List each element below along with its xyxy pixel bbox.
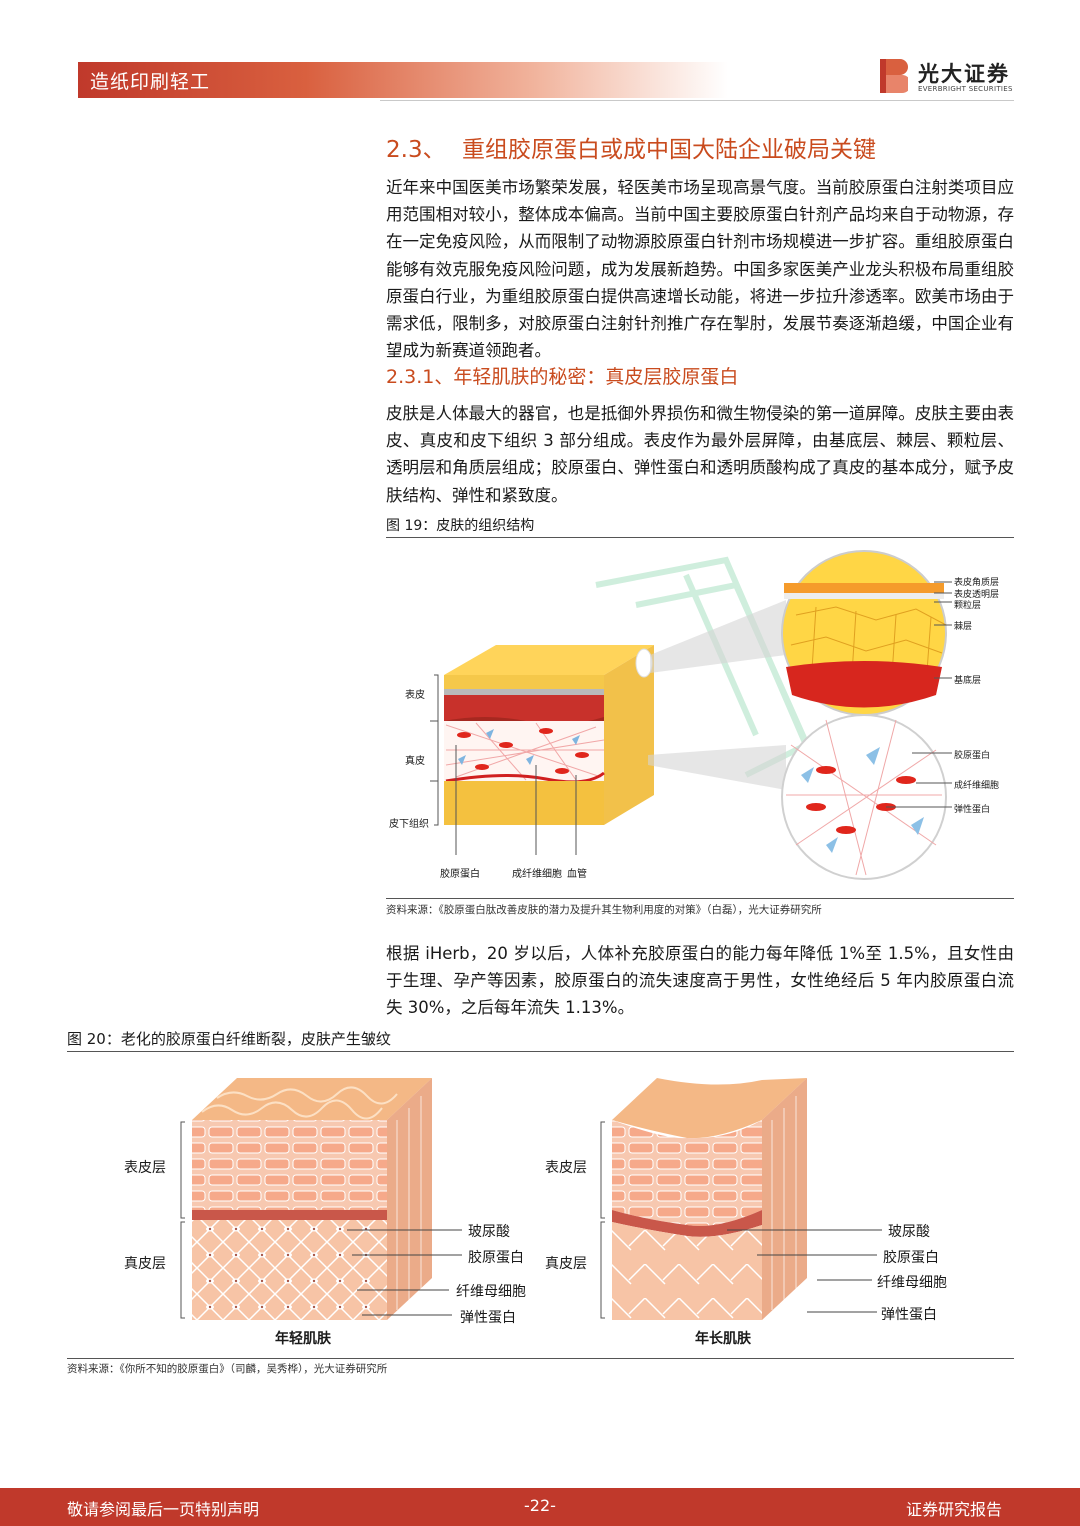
- collagen-bundles: [457, 728, 589, 774]
- footer-page-number: -22-: [524, 1496, 556, 1515]
- footer-band: [0, 1488, 1080, 1526]
- young-collagen-label: 胶原蛋白: [468, 1250, 524, 1266]
- old-fibroblast-label: 纤维母细胞: [877, 1275, 947, 1291]
- figure20-source: 资料来源：《你所不知的胶原蛋白》（司麟，吴秀桦），光大证券研究所: [67, 1363, 388, 1375]
- skin-block: [444, 645, 654, 825]
- label-bottom-collagen: 胶原蛋白: [440, 869, 480, 880]
- label-zoom-elastin: 弹性蛋白: [954, 805, 991, 815]
- young-dermis-label: 真皮层: [124, 1256, 166, 1272]
- label-stratum-granulosum: 颗粒层: [954, 601, 982, 611]
- figure19-bottom-rule: [386, 898, 1014, 899]
- young-hyaluronic-label: 玻尿酸: [468, 1224, 510, 1240]
- zoom-cone-lower: [648, 745, 786, 790]
- young-fibroblast-label: 纤维母细胞: [456, 1284, 526, 1300]
- logo-name-en: EVERBRIGHT SECURITIES: [918, 85, 1013, 93]
- old-elastin-label: 弹性蛋白: [881, 1307, 937, 1323]
- young-skin-title: 年轻肌肤: [275, 1331, 331, 1347]
- label-bottom-fibroblast: 成纤维细胞: [512, 869, 562, 880]
- old-skin-block: [612, 1078, 807, 1320]
- fibroblast-cells: [458, 729, 580, 765]
- figure20-leader-lines: [347, 1229, 882, 1316]
- figure19-leader-lines: [455, 581, 952, 855]
- old-dermis-label: 真皮层: [545, 1256, 587, 1272]
- old-epidermis-label: 表皮层: [545, 1160, 587, 1176]
- section-heading: 2.3、重组胶原蛋白或成中国大陆企业破局关键: [386, 130, 876, 164]
- subsection-paragraph: 皮肤是人体最大的器官，也是抵御外界损伤和微生物侵染的第一道屏障。皮肤主要由表皮、…: [386, 404, 1014, 505]
- label-zoom-fibroblast: 成纤维细胞: [954, 781, 1000, 791]
- header-category: 造纸印刷轻工: [90, 71, 211, 93]
- epidermis-zoom-circle: [781, 550, 947, 716]
- footer-disclaimer: 敬请参阅最后一页特别声明: [67, 1500, 260, 1519]
- header-band: [78, 62, 728, 98]
- figure20-bottom-rule: [67, 1358, 1014, 1359]
- label-stratum-lucidum: 表皮透明层: [954, 590, 1000, 600]
- label-subcutaneous: 皮下组织: [389, 819, 429, 830]
- figure19-top-rule: [386, 537, 1014, 538]
- figure20-top-rule: [67, 1051, 1014, 1052]
- label-stratum-spinosum: 棘层: [954, 622, 973, 632]
- old-collagen-label: 胶原蛋白: [883, 1250, 939, 1266]
- header-divider: [380, 100, 1014, 101]
- figure20-skin-aging-diagram: [180, 1078, 882, 1320]
- figure19-skin-structure-diagram: [430, 550, 952, 880]
- footer-report-type: 证券研究报告: [906, 1500, 1003, 1519]
- section-number: 2.3、: [386, 137, 446, 163]
- young-skin-block: [192, 1078, 432, 1320]
- figure19-source: 资料来源：《胶原蛋白肽改善皮肤的潜力及提升其生物利用度的对策》（白磊），光大证券…: [386, 904, 822, 916]
- section-paragraph: 近年来中国医美市场繁荣发展，轻医美市场呈现高景气度。当前胶原蛋白注射类项目应用范…: [386, 178, 1014, 361]
- blood-vessel: [445, 771, 605, 784]
- subsection-heading: 2.3.1、年轻肌肤的秘密：真皮层胶原蛋白: [386, 366, 739, 388]
- label-stratum-basale: 基底层: [954, 676, 982, 686]
- figure19-left-bracket: [430, 674, 439, 826]
- label-zoom-collagen: 胶原蛋白: [954, 751, 991, 761]
- label-stratum-corneum: 表皮角质层: [954, 578, 1000, 588]
- logo-name-cn: 光大证券: [918, 62, 1010, 86]
- young-elastin-label: 弹性蛋白: [460, 1310, 516, 1326]
- old-skin-title: 年长肌肤: [695, 1331, 751, 1347]
- figure20-brackets: [180, 1121, 605, 1319]
- young-epidermis-label: 表皮层: [124, 1160, 166, 1176]
- figure19-caption: 图 19：皮肤的组织结构: [386, 518, 535, 534]
- dermis-zoom-circle: [781, 714, 947, 880]
- label-epidermis: 表皮: [405, 690, 425, 701]
- label-dermis: 真皮: [405, 756, 425, 767]
- section-title: 重组胶原蛋白或成中国大陆企业破局关键: [462, 137, 876, 163]
- everbright-logo-icon: [880, 59, 908, 93]
- label-bottom-vessel: 血管: [567, 869, 587, 880]
- zoom-cone-upper: [650, 600, 786, 673]
- figure20-caption: 图 20：老化的胶原蛋白纤维断裂，皮肤产生皱纹: [67, 1030, 391, 1048]
- old-hyaluronic-label: 玻尿酸: [888, 1224, 930, 1240]
- iherb-paragraph: 根据 iHerb，20 岁以后，人体补充胶原蛋白的能力每年降低 1%至 1.5%…: [386, 944, 1014, 1018]
